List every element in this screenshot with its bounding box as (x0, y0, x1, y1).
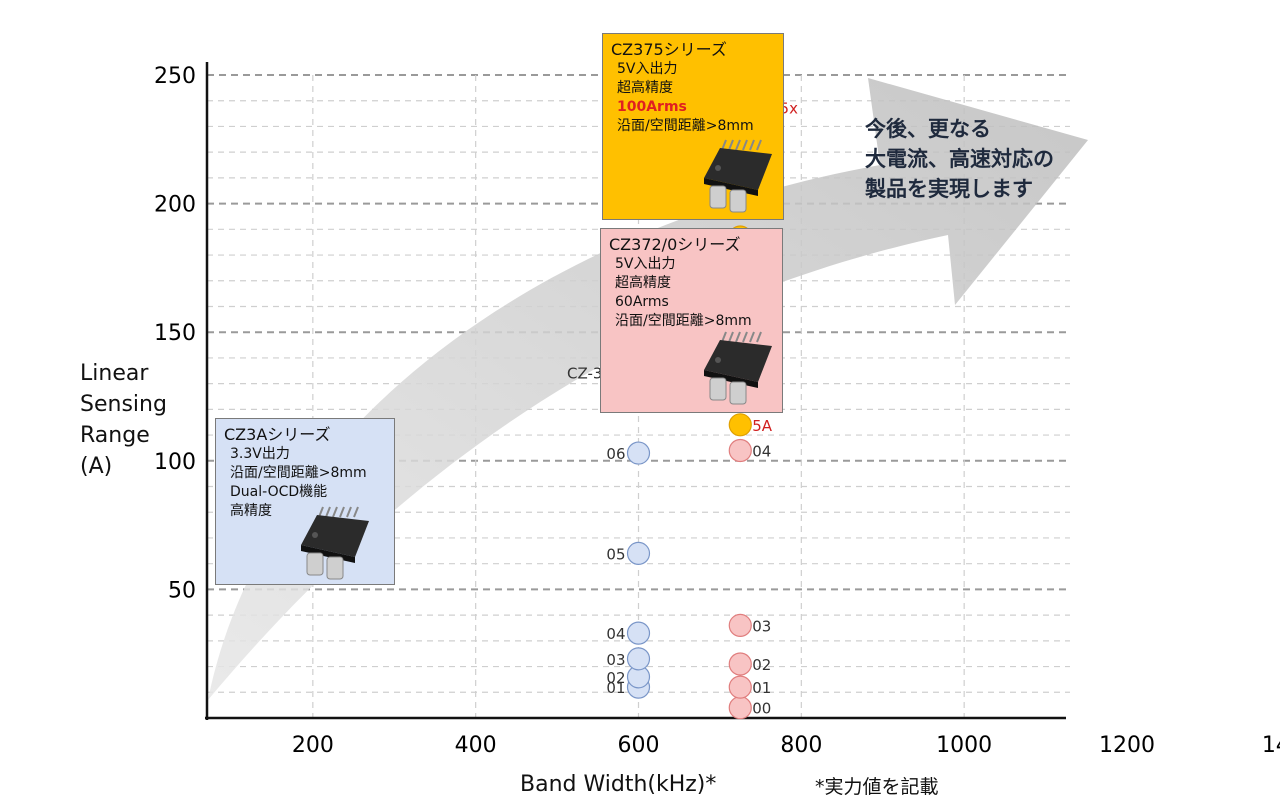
message-line: 今後、更なる (865, 117, 991, 141)
y-axis-label-line: Sensing (80, 392, 167, 417)
point-label: 04 (752, 443, 771, 461)
box-line: 沿面/空間距離>8mm (615, 313, 752, 329)
message-line: 製品を実現します (865, 177, 1033, 201)
point-label: 05 (606, 545, 625, 563)
point-label: 01 (752, 679, 771, 697)
axes (205, 62, 1066, 720)
message-line: 大電流、高速対応の (865, 147, 1054, 171)
data-point (728, 652, 752, 676)
x-tick-label: 400 (455, 733, 497, 758)
point-label: 01 (606, 679, 625, 697)
point-label: 03 (752, 617, 771, 635)
data-point (626, 647, 651, 671)
box-title: CZ375シリーズ (611, 40, 727, 59)
data-point (728, 613, 752, 638)
y-axis-label-line: Linear (80, 361, 149, 386)
point-label: 5A (752, 417, 773, 435)
ic-chip-image (704, 331, 772, 405)
measurement-note: *実力値を記載 (815, 776, 939, 798)
box-line: 沿面/空間距離>8mm (617, 118, 754, 134)
x-tick-label: 600 (618, 733, 660, 758)
y-axis-label-line: (A) (80, 454, 113, 479)
data-point (728, 413, 752, 437)
data-point (728, 675, 752, 699)
point-label: 03 (606, 651, 625, 669)
x-tick-label: 1000 (936, 733, 992, 758)
box-line: 沿面/空間距離>8mm (230, 465, 367, 481)
box-line: Dual-OCD機能 (230, 484, 328, 500)
ic-chip-image (301, 506, 369, 580)
y-tick-label: 50 (168, 578, 196, 603)
point-label: 06 (606, 445, 625, 463)
tick-labels: 2004006008001000120014001600180020005010… (154, 64, 1280, 758)
box-line: 高精度 (230, 503, 272, 519)
data-point (728, 438, 752, 463)
x-tick-label: 1400 (1262, 733, 1280, 758)
y-tick-label: 150 (154, 321, 196, 346)
x-axis-label: Band Width(kHz)* (520, 772, 717, 797)
box-title: CZ3Aシリーズ (224, 425, 331, 444)
box-title: CZ372/0シリーズ (609, 235, 741, 254)
data-point (626, 621, 651, 645)
data-point (626, 541, 651, 565)
point-label: 02 (752, 656, 771, 674)
cz3a-series-box: CZ3Aシリーズ 3.3V出力 沿面/空間距離>8mm Dual-OCD機能 高… (215, 418, 395, 585)
y-tick-label: 200 (154, 193, 196, 218)
y-tick-label: 100 (154, 450, 196, 475)
box-line-highlight: 100Arms (617, 99, 687, 115)
y-tick-label: 250 (154, 64, 196, 89)
x-tick-label: 800 (780, 733, 822, 758)
box-line: 60Arms (615, 294, 669, 310)
x-tick-label: 200 (292, 733, 334, 758)
trend-arrow (208, 78, 1088, 700)
box-line: 超高精度 (615, 275, 671, 291)
data-point (626, 441, 651, 465)
box-line: 5V入出力 (617, 61, 678, 77)
point-label: 02 (606, 669, 625, 687)
data-point (728, 696, 752, 720)
point-label: 04 (606, 625, 625, 643)
y-axis-label-line: Range (80, 423, 150, 448)
x-tick-label: 1200 (1099, 733, 1155, 758)
box-line: 3.3V出力 (230, 446, 290, 462)
point-label: 00 (752, 700, 771, 718)
box-line: 超高精度 (617, 80, 673, 96)
y-axis-label: Linear Sensing Range (A) (80, 358, 190, 482)
box-line: 5V入出力 (615, 256, 676, 272)
ic-chip-image (704, 139, 772, 213)
roadmap-message: 今後、更なる 大電流、高速対応の 製品を実現します (865, 114, 1054, 204)
